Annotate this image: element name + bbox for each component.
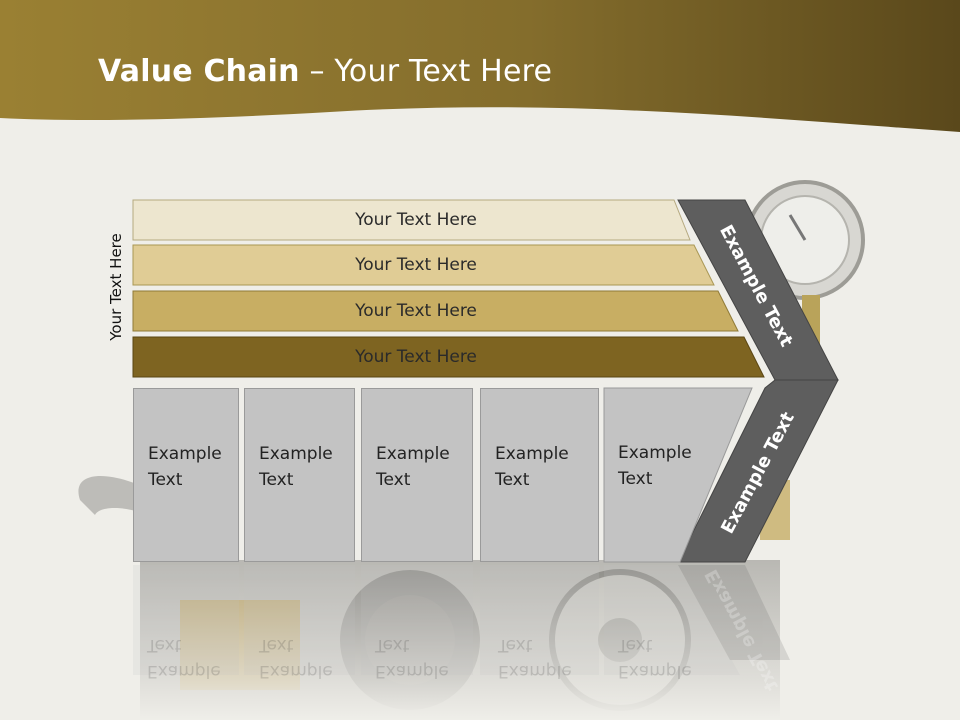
- reflection: [133, 565, 790, 675]
- header-banner: [0, 0, 960, 132]
- activity-3-line2: Text: [376, 470, 411, 490]
- activity-box-5-slant: [603, 387, 753, 563]
- page-title: Value Chain – Your Text Here: [98, 54, 553, 89]
- activity-4-line1: Example: [495, 444, 569, 464]
- activity-1-line1: Example: [148, 444, 222, 464]
- support-bar-1: [132, 199, 691, 241]
- activity-4-line2: Text: [495, 470, 530, 490]
- support-bar-2-label: Your Text Here: [355, 255, 477, 275]
- support-bar-4-label: Your Text Here: [355, 347, 477, 367]
- support-bar-4: [132, 336, 765, 378]
- activity-5-line1: Example: [618, 443, 692, 463]
- support-bar-1-label: Your Text Here: [355, 210, 477, 230]
- activity-3-line1: Example: [376, 444, 450, 464]
- activity-5-line2: Text: [618, 469, 653, 489]
- chevron-lower: [677, 379, 839, 563]
- support-bar-3-label: Your Text Here: [355, 301, 477, 321]
- activity-box-4: Example Text: [480, 388, 599, 562]
- activity-1-line2: Text: [148, 470, 183, 490]
- support-bar-3: [132, 290, 739, 332]
- activity-box-5: Example Text: [604, 388, 692, 562]
- activity-box-1: Example Text: [133, 388, 239, 562]
- activity-2-line1: Example: [259, 444, 333, 464]
- support-bar-2: [132, 244, 715, 286]
- activity-box-3: Example Text: [361, 388, 473, 562]
- activity-box-2: Example Text: [244, 388, 355, 562]
- activity-2-line2: Text: [259, 470, 294, 490]
